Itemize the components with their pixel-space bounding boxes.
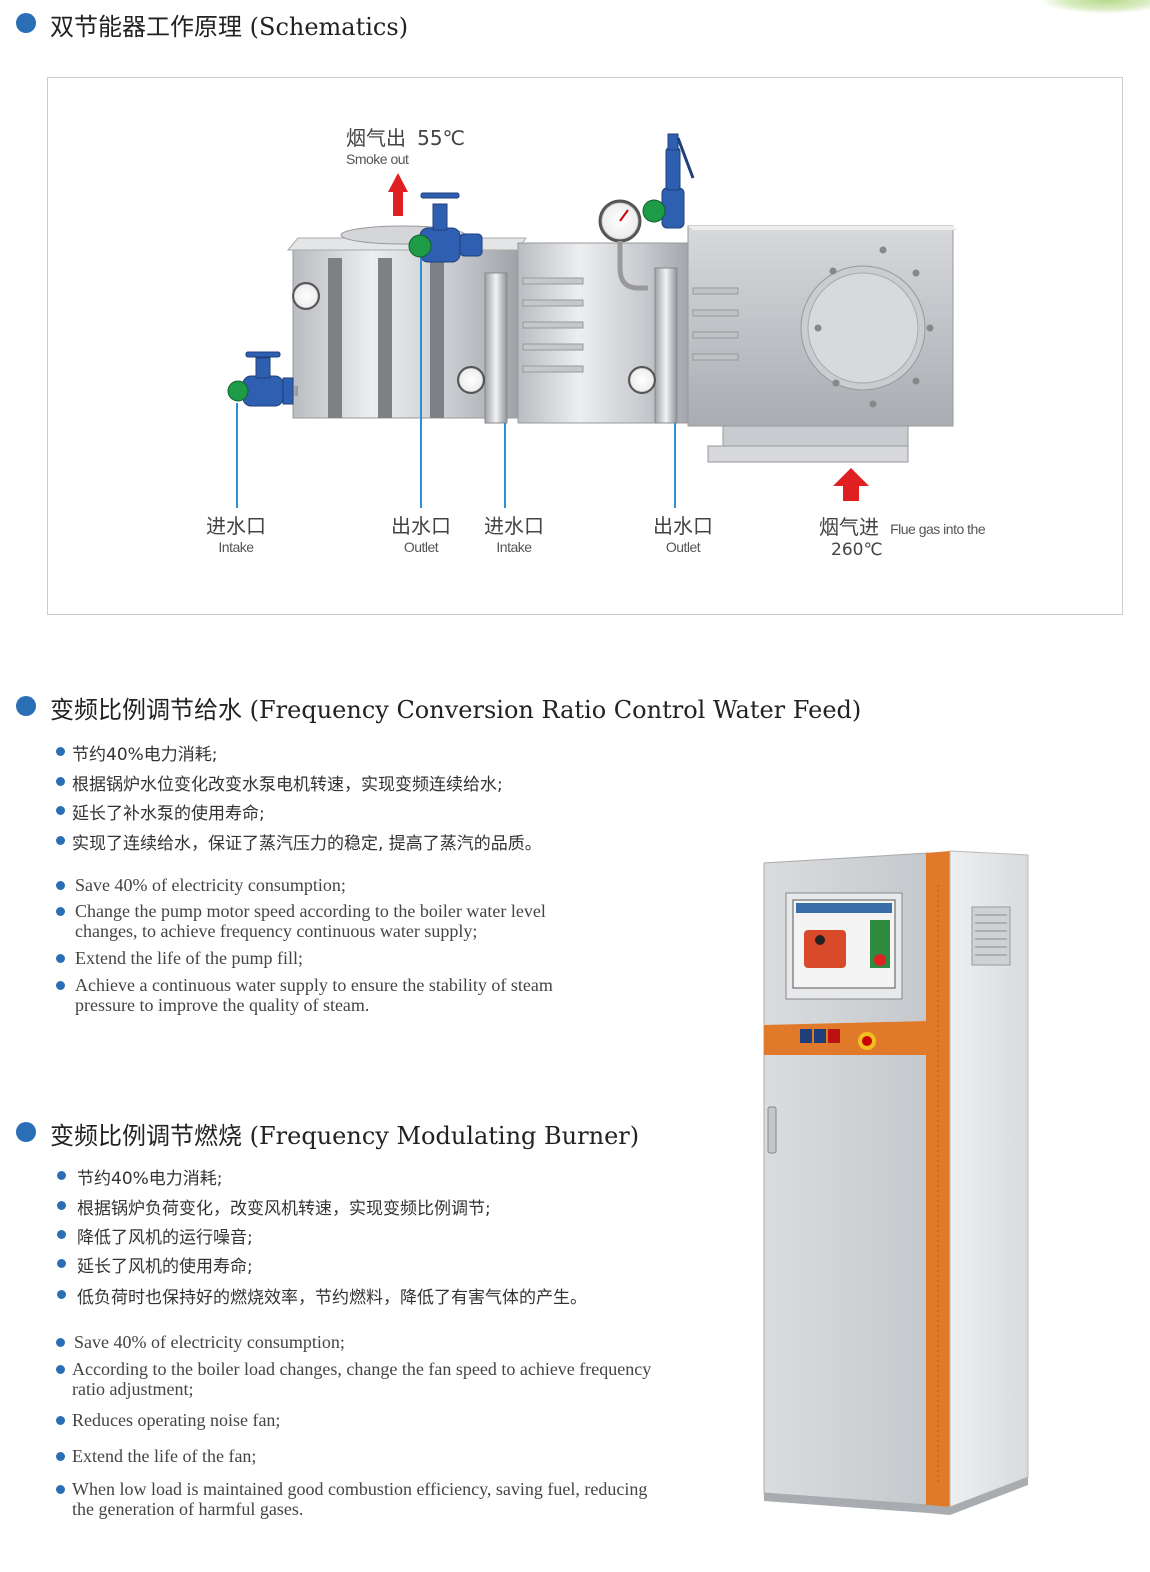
list-item: 实现了连续给水，保证了蒸汽压力的稳定, 提高了蒸汽的品质。	[72, 834, 542, 854]
list-item: 降低了风机的运行噪音;	[77, 1228, 253, 1248]
bullet-icon	[56, 1485, 65, 1494]
list-item: Save 40% of electricity consumption;	[75, 875, 346, 895]
bullet-icon	[56, 806, 65, 815]
list-item: According to the boiler load changes, ch…	[72, 1359, 652, 1399]
smoke-in-temp: 260℃	[831, 540, 883, 560]
bullet-icon	[56, 1365, 65, 1374]
label-en: Intake	[496, 539, 532, 555]
bullet-icon	[56, 907, 65, 916]
bullet-icon	[57, 1230, 66, 1239]
smoke-in-label: 烟气进 Flue gas into the 260℃	[819, 511, 986, 560]
outlet-label-2: 出水口 Outlet	[653, 510, 713, 555]
bullet-icon	[57, 1201, 66, 1210]
section-bullet-icon	[16, 1122, 36, 1142]
bullet-icon	[56, 881, 65, 890]
list-item: Reduces operating noise fan;	[72, 1410, 281, 1430]
bullet-icon	[57, 1259, 66, 1268]
intake-label-2: 进水口 Intake	[484, 510, 544, 555]
list-item: 延长了风机的使用寿命;	[77, 1257, 253, 1277]
intake-label-1: 进水口 Intake	[206, 510, 266, 555]
list-item: When low load is maintained good combust…	[72, 1479, 648, 1519]
label-cn: 出水口	[391, 514, 451, 538]
gauge-icon	[292, 199, 656, 394]
section-title-en: (Frequency Conversion Ratio Control Wate…	[249, 696, 862, 724]
bullet-icon	[56, 981, 65, 990]
valve-icon	[227, 133, 695, 407]
label-en: Intake	[218, 539, 254, 555]
list-item: 延长了补水泵的使用寿命;	[72, 804, 265, 824]
list-item: 根据锅炉水位变化改变水泵电机转速，实现变频连续给水;	[72, 775, 503, 795]
smoke-out-temp: 55℃	[417, 126, 466, 150]
section-title-schematics: 双节能器工作原理 (Schematics)	[50, 7, 408, 42]
smoke-out-cn: 烟气出	[346, 126, 406, 150]
economizer-illustration	[227, 133, 958, 508]
schematic-diagram: 烟气出 55℃ Smoke out 进水口 Intake 出水口 Outlet …	[47, 77, 1123, 615]
section-bullet-icon	[16, 13, 36, 33]
corner-decoration	[1040, 0, 1150, 14]
section-title-burner: 变频比例调节燃烧 (Frequency Modulating Burner)	[50, 1116, 639, 1151]
section-bullet-icon	[16, 696, 36, 716]
label-en: Outlet	[403, 539, 439, 555]
outlet-label-1: 出水口 Outlet	[391, 510, 451, 555]
list-item: 节约40%电力消耗;	[72, 745, 218, 765]
list-item: Extend the life of the fan;	[72, 1446, 257, 1466]
label-cn: 进水口	[206, 514, 266, 538]
list-item: Extend the life of the pump fill;	[75, 948, 303, 968]
smoke-in-cn: 烟气进	[819, 515, 879, 539]
section-title-cn: 双节能器工作原理	[50, 13, 242, 41]
list-item: Achieve a continuous water supply to ens…	[75, 975, 553, 1015]
section-title-cn: 变频比例调节燃烧	[50, 1122, 242, 1150]
bullet-icon	[56, 954, 65, 963]
list-item: Save 40% of electricity consumption;	[74, 1332, 345, 1352]
label-cn: 进水口	[484, 514, 544, 538]
bullet-icon	[56, 777, 65, 786]
bullet-icon	[56, 1452, 65, 1461]
list-item: 节约40%电力消耗;	[77, 1169, 223, 1189]
smoke-out-label: 烟气出 55℃ Smoke out	[346, 122, 465, 167]
bullet-icon	[56, 836, 65, 845]
smoke-out-en: Smoke out	[346, 151, 409, 167]
smoke-in-en: Flue gas into the	[890, 521, 986, 537]
list-item: Change the pump motor speed according to…	[75, 901, 546, 941]
label-cn: 出水口	[653, 514, 713, 538]
section-title-water-feed: 变频比例调节给水 (Frequency Conversion Ratio Con…	[50, 690, 861, 725]
section-title-en: (Schematics)	[249, 13, 409, 41]
arrow-up-icon	[388, 173, 869, 501]
bullet-icon	[56, 1416, 65, 1425]
bullet-icon	[57, 1171, 66, 1180]
list-item: 根据锅炉负荷变化，改变风机转速，实现变频比例调节;	[77, 1199, 491, 1219]
control-cabinet-image	[763, 850, 1029, 1515]
section-title-cn: 变频比例调节给水	[50, 696, 242, 724]
bullet-icon	[56, 1338, 65, 1347]
section-title-en: (Frequency Modulating Burner)	[249, 1122, 640, 1150]
bullet-icon	[56, 747, 65, 756]
list-item: 低负荷时也保持好的燃烧效率，节约燃料，降低了有害气体的产生。	[77, 1288, 587, 1308]
bullet-icon	[57, 1290, 66, 1299]
label-en: Outlet	[665, 539, 701, 555]
